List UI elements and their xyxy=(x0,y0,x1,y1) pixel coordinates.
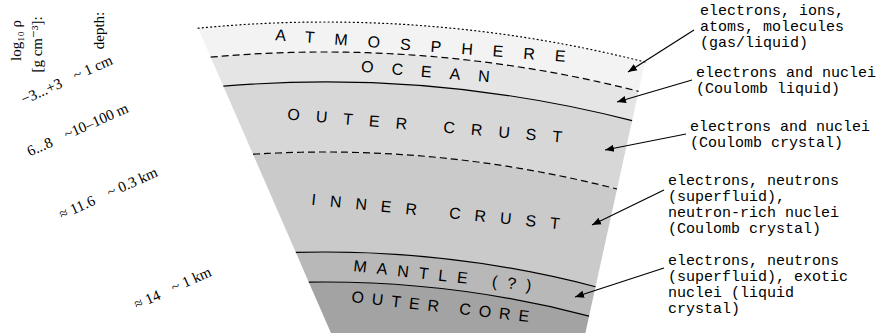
density-value: −3...+3 xyxy=(19,75,65,108)
axis-heading: depth: xyxy=(91,11,108,49)
layer-description: electrons and nuclei (Coulomb liquid) xyxy=(696,66,880,98)
depth-value: ~ 1 cm xyxy=(71,52,116,84)
band-fill xyxy=(309,282,589,333)
density-value: 6...8 xyxy=(25,134,56,160)
layer-boundary xyxy=(223,82,632,121)
axis-heading: log₁₀ ρ xyxy=(7,20,24,61)
density-value: ≈ 11.6 xyxy=(57,192,98,223)
axis-heading: [g cm⁻³]: xyxy=(29,16,46,72)
depth-value: ~ 0.3 km xyxy=(104,164,160,201)
layer-boundary xyxy=(253,152,617,189)
layer-description: electrons, neutrons (superfluid), exotic… xyxy=(668,254,863,318)
layer-band: OUTER CORE xyxy=(305,279,593,333)
layer-description: electrons and nuclei (Coulomb crystal) xyxy=(690,120,874,152)
depth-value: ~ 1 km xyxy=(169,263,215,296)
layer-description: electrons, ions, atoms, molecules (gas/l… xyxy=(700,4,865,52)
depth-value: ~10–100 m xyxy=(61,100,131,143)
layer-description: electrons, neutrons (superfluid), neutro… xyxy=(668,174,863,238)
density-value: ≈ 14 xyxy=(132,286,164,313)
